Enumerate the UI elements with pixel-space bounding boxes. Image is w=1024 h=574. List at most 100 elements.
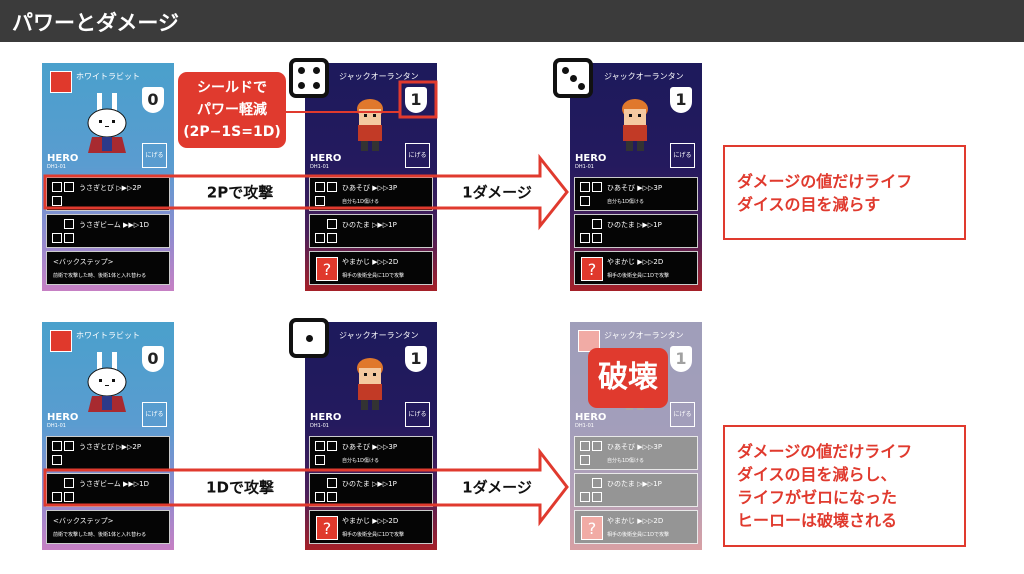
- character-sprite: [82, 352, 132, 414]
- damage-label: 1ダメージ: [458, 476, 536, 498]
- skill-title: ひのたま ▷▶▷1P: [342, 480, 397, 488]
- skill-title: やまかじ ▶▷▷2D: [607, 517, 664, 525]
- skill-title: やまかじ ▶▷▷2D: [607, 258, 664, 266]
- life-die-icon: [50, 330, 72, 352]
- attack-label: 1Dで攻撃: [202, 476, 278, 498]
- skill-box: うさぎとび ▷▶▷2P: [46, 177, 170, 211]
- die-face-icon: [580, 492, 590, 502]
- skill-description: 相手の後衛全員に1Dで攻撃: [607, 532, 670, 538]
- shield-icon: 1: [405, 87, 427, 113]
- callout-line: (2P−1S=1D): [183, 124, 281, 140]
- life-die-icon: [553, 58, 593, 98]
- die-face-icon: [52, 492, 62, 502]
- destroyed-badge: 破壊: [588, 348, 668, 408]
- page-title: パワーとダメージ: [12, 11, 179, 35]
- rule-note: ダメージの値だけライフ ダイスの目を減らす: [723, 145, 966, 240]
- die-face-icon: [64, 492, 74, 502]
- die-face-icon: [580, 441, 590, 451]
- die-pip: [569, 74, 577, 82]
- unknown-die-icon: ?: [581, 257, 603, 281]
- die-face-icon: [64, 478, 74, 488]
- die-face-icon: [315, 182, 325, 192]
- skill-title: ひのたま ▷▶▷1P: [607, 480, 662, 488]
- skill-title: ひのたま ▷▶▷1P: [342, 221, 397, 229]
- die-pip: [305, 334, 313, 342]
- hero-label: HERO: [575, 412, 607, 423]
- shield-icon: 0: [142, 87, 164, 113]
- shield-icon: 1: [405, 346, 427, 372]
- die-pip: [312, 67, 320, 75]
- shield-reduction-callout: シールドで パワー軽減 (2P−1S=1D): [178, 72, 286, 148]
- skill-description: 相手の後衛全員に1Dで攻撃: [342, 532, 405, 538]
- skill-description: 前衛で攻撃した時、後衛1体と入れ替わる: [53, 532, 147, 538]
- note-line: ダメージの値だけライフ: [737, 442, 913, 461]
- die-face-icon: [580, 182, 590, 192]
- header-bar: パワーとダメージ: [0, 0, 1024, 42]
- skill-title: ひあそび ▶▷▷3P: [342, 443, 398, 451]
- card-name: ホワイトラビット: [76, 72, 140, 81]
- character-sprite: [345, 352, 395, 414]
- die-face-icon: [327, 441, 337, 451]
- die-face-icon: [592, 182, 602, 192]
- rule-note: ダメージの値だけライフ ダイスの目を減らし、 ライフがゼロになった ヒーローは破…: [723, 425, 966, 547]
- die-pip: [298, 67, 306, 75]
- note-line: ダメージの値だけライフ: [737, 171, 913, 191]
- die-face-icon: [592, 492, 602, 502]
- skill-box: ひのたま ▷▶▷1P: [574, 214, 698, 248]
- damage-label: 1ダメージ: [458, 181, 536, 203]
- shield-icon: 0: [142, 346, 164, 372]
- card-code: DH1-01: [47, 164, 66, 170]
- flee-button: にげる: [670, 402, 695, 427]
- card-code: DH1-01: [310, 164, 329, 170]
- die-face-icon: [592, 478, 602, 488]
- card-code: DH1-01: [575, 164, 594, 170]
- hero-label: HERO: [47, 153, 79, 164]
- card-name: ジャックオーランタン: [339, 72, 419, 81]
- die-face-icon: [592, 441, 602, 451]
- flee-button: にげる: [670, 143, 695, 168]
- die-face-icon: [592, 219, 602, 229]
- hero-label: HERO: [575, 153, 607, 164]
- die-face-icon: [52, 196, 62, 206]
- skill-description: 前衛で攻撃した時、後衛1体と入れ替わる: [53, 273, 147, 279]
- die-face-icon: [327, 182, 337, 192]
- skill-title: うさぎビーム ▶▶▷1D: [79, 480, 150, 488]
- flee-button: にげる: [405, 402, 430, 427]
- card-name: ジャックオーランタン: [604, 72, 684, 81]
- die-face-icon: [64, 219, 74, 229]
- die-face-icon: [315, 233, 325, 243]
- die-pip: [312, 81, 320, 89]
- die-face-icon: [580, 196, 590, 206]
- die-face-icon: [52, 455, 62, 465]
- skill-title: やまかじ ▶▷▷2D: [342, 517, 399, 525]
- card-code: DH1-01: [310, 423, 329, 429]
- die-face-icon: [327, 233, 337, 243]
- die-face-icon: [315, 455, 325, 465]
- die-face-icon: [64, 441, 74, 451]
- skill-title: うさぎとび ▷▶▷2P: [79, 443, 142, 451]
- card-name: ジャックオーランタン: [604, 331, 684, 340]
- life-die-icon: [50, 71, 72, 93]
- skill-description: 自分も1D傷ける: [342, 199, 380, 205]
- die-face-icon: [64, 233, 74, 243]
- callout-line: シールドで: [197, 80, 267, 96]
- callout-line: パワー軽減: [197, 102, 267, 118]
- die-face-icon: [315, 441, 325, 451]
- skill-title: ひあそび ▶▷▷3P: [607, 184, 663, 192]
- skill-description: 自分も1D傷ける: [607, 458, 645, 464]
- character-sprite: [82, 93, 132, 155]
- skill-title: ひのたま ▷▶▷1P: [607, 221, 662, 229]
- die-face-icon: [327, 219, 337, 229]
- card-name: ジャックオーランタン: [339, 331, 419, 340]
- life-die-icon: [289, 58, 329, 98]
- die-face-icon: [327, 478, 337, 488]
- note-line: ライフがゼロになった: [737, 488, 898, 507]
- flee-button: にげる: [405, 143, 430, 168]
